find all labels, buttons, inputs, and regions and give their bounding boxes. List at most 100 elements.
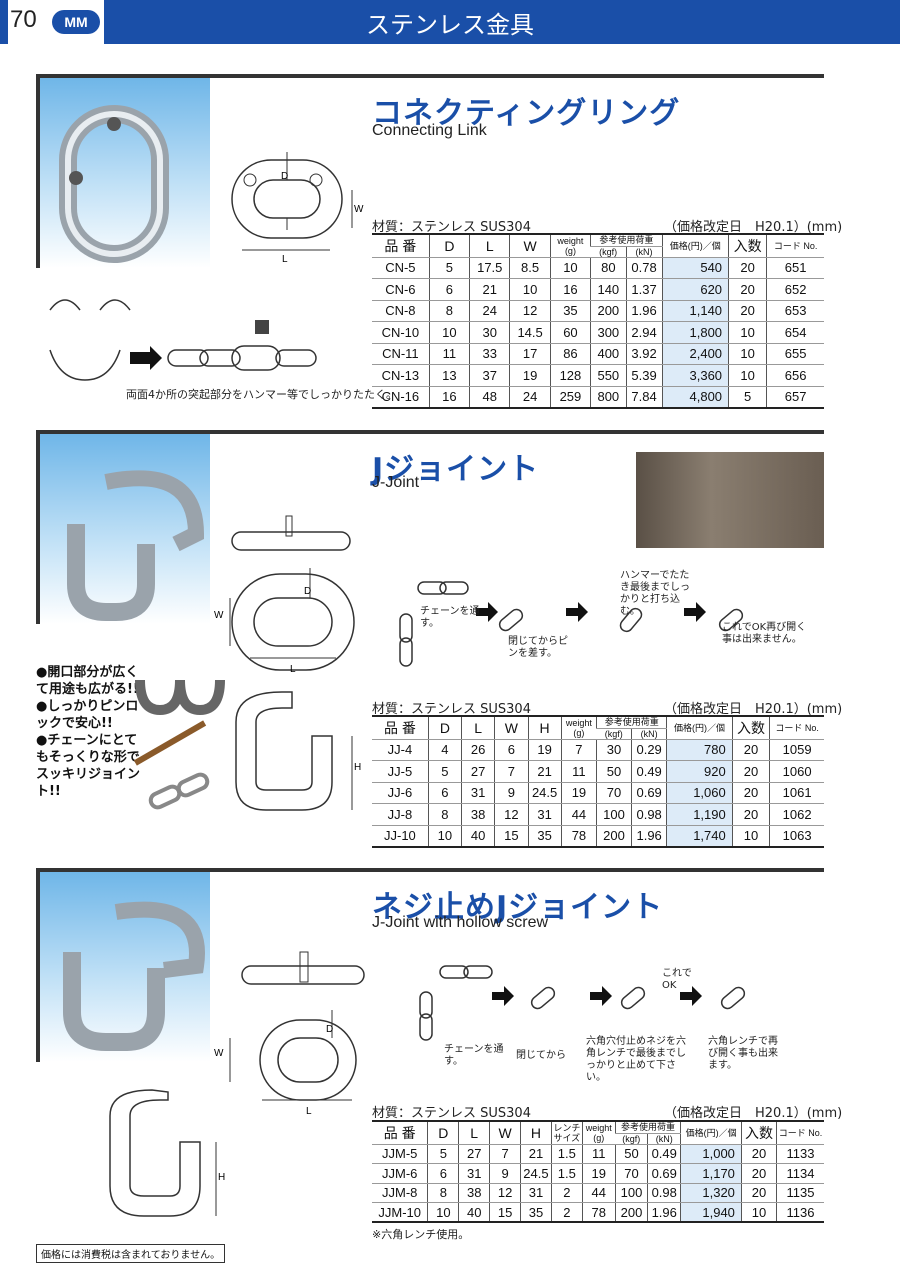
j-joint-screw-image — [63, 901, 205, 1051]
table-cell: 1134 — [776, 1163, 824, 1184]
table-cell: 20 — [731, 739, 770, 761]
feature-list: ●開口部分が広くて用途も広がる!! ●しっかりピンロックで安心!! ●チェーンに… — [36, 664, 146, 800]
table-cell: 200 — [596, 825, 632, 848]
table-cell: 37 — [469, 364, 510, 387]
table-cell: 70 — [596, 782, 632, 804]
table-cell: 11 — [581, 1144, 616, 1164]
table-cell: 86 — [549, 343, 591, 365]
svg-text:D: D — [326, 1024, 333, 1035]
table-cell: 13 — [428, 364, 470, 387]
table-cell: 2 — [550, 1183, 583, 1203]
model-cell: JJ-4 — [372, 739, 429, 761]
table-cell: 5 — [427, 1144, 459, 1164]
step-3-text: ハンマーでたたき最後までしっかりと打ち込む。 — [620, 570, 690, 617]
col-header: L — [458, 1120, 490, 1145]
table-cell: 1136 — [776, 1202, 824, 1223]
col-group-header: 参考使用荷重 — [596, 715, 667, 729]
table-cell: 1.37 — [625, 278, 663, 301]
model-cell: CN-5 — [372, 257, 430, 279]
table-cell: 19 — [527, 739, 562, 761]
model-cell: CN-6 — [372, 278, 430, 301]
table-cell: 5 — [427, 760, 462, 783]
col-header: 品 番 — [372, 233, 430, 258]
price-cell: 1,170 — [680, 1163, 742, 1184]
table-cell: 10 — [731, 825, 770, 848]
price-revision-label: （価格改定日 H20.1）(mm) — [664, 220, 843, 235]
svg-text:W: W — [214, 610, 224, 621]
table-cell: 200 — [614, 1202, 648, 1223]
page-number: 70 — [10, 6, 37, 33]
model-cell: JJM-10 — [372, 1202, 428, 1223]
table-cell: 0.69 — [630, 782, 667, 804]
product-title: コネクティングリング — [372, 96, 681, 131]
table-cell: 259 — [549, 386, 591, 409]
table-cell: 656 — [766, 364, 824, 387]
model-cell: CN-13 — [372, 364, 430, 387]
price-cell: 1,740 — [666, 825, 733, 848]
table-cell: 653 — [766, 300, 824, 322]
svg-text:D: D — [304, 586, 311, 597]
table-cell: 12 — [494, 803, 528, 826]
table-cell: 2.94 — [625, 321, 663, 344]
table-cell: 11 — [428, 343, 470, 365]
col-header: (kN) — [647, 1133, 681, 1145]
table-cell: 10 — [740, 1202, 777, 1223]
table-cell: 1061 — [769, 782, 824, 804]
col-header: 価格(円)／個 — [666, 715, 733, 740]
spec-table-connecting-link: 品 番 D L W weight (g) 参考使用荷重 価格(円)／個 入数 コ… — [372, 233, 824, 409]
table-cell: 20 — [740, 1183, 777, 1203]
table-cell: 0.69 — [647, 1163, 681, 1184]
connecting-link-assembly-diagram — [49, 299, 317, 381]
assembly-instruction: 両面4か所の突起部分をハンマー等でしっかりたたく。 — [126, 388, 397, 401]
tax-note: 価格には消費税は含まれておりません。 — [36, 1244, 226, 1263]
table-cell: 9 — [489, 1163, 521, 1184]
j-joint-screw-profile-diagram: H — [109, 1089, 225, 1217]
model-cell: JJ-10 — [372, 825, 429, 848]
col-header: 入数 — [728, 233, 767, 258]
step-4-text: これでOK — [662, 968, 692, 991]
model-cell: JJ-8 — [372, 803, 429, 826]
table-cell: 19 — [509, 364, 551, 387]
table-cell: 16 — [549, 278, 591, 301]
table-cell: 1063 — [769, 825, 824, 848]
model-cell: CN-8 — [372, 300, 430, 322]
col-header: 品 番 — [372, 715, 429, 740]
col-header: D — [427, 1120, 459, 1145]
step-2-text: 閉じてから — [516, 1050, 566, 1061]
table-cell: 800 — [590, 386, 627, 409]
table-cell: 80 — [590, 257, 627, 279]
dim-l-label: L — [282, 254, 288, 265]
product-subtitle: J-Joint with hollow screw — [372, 914, 549, 931]
table-cell: 10 — [549, 257, 591, 279]
table-cell: 70 — [614, 1163, 648, 1184]
page-number-box: 70 MM — [8, 0, 104, 44]
table-cell: 0.49 — [647, 1144, 681, 1164]
table-cell: 33 — [469, 343, 510, 365]
j-joint-steps-diagram — [399, 581, 744, 667]
spec-table-j-joint-screw: 品 番 D L W H レンチ サイズ weight (g) 参考使用荷重 価格… — [372, 1120, 824, 1223]
table-cell: 20 — [731, 760, 770, 783]
table-cell: 1135 — [776, 1183, 824, 1203]
dim-w-label: W — [354, 204, 364, 215]
table-cell: 5 — [728, 386, 767, 409]
table-cell: 10 — [428, 321, 470, 344]
table-cell: 10 — [728, 364, 767, 387]
connecting-link-diagram: D W L — [231, 152, 364, 265]
table-cell: 2 — [550, 1202, 583, 1223]
table-cell: 50 — [596, 760, 632, 783]
price-cell: 1,940 — [680, 1202, 742, 1223]
table-cell: 0.29 — [630, 739, 667, 761]
table-cell: 1.5 — [550, 1144, 583, 1164]
table-cell: 10 — [728, 343, 767, 365]
price-cell: 2,400 — [661, 343, 729, 365]
table-cell: 31 — [527, 803, 562, 826]
col-header: D — [428, 233, 470, 258]
